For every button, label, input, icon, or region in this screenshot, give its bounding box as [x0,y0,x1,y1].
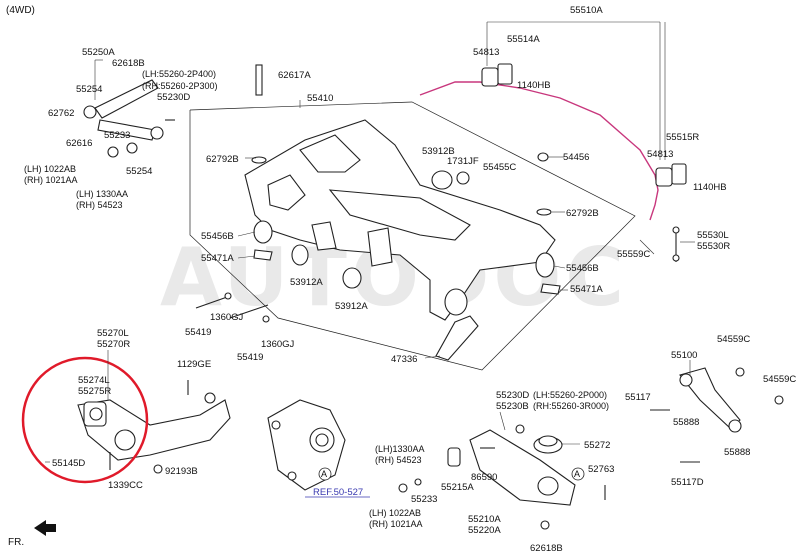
callout-55514A[interactable]: 55514A [507,34,540,45]
upper-left-arm [83,59,175,158]
ref-marker-circle-left [318,467,332,481]
trailing-arm-group [21,356,231,484]
callout-55250A[interactable]: 55250A [82,47,115,58]
callout-54559C-right[interactable]: 54559C [763,374,796,385]
stabilizer-bar [419,21,687,262]
callout-55530R[interactable]: 55530R [697,241,730,252]
callout-55515R[interactable]: 55515R [666,132,699,143]
callout-55270L[interactable]: 55270L [97,328,129,339]
callout-53912A-right[interactable]: 53912A [335,301,368,312]
callout-1360GJ-left[interactable]: 1360GJ [210,312,244,323]
callout-55275R[interactable]: 55275R [78,386,111,397]
callout-rh-1021AA[interactable]: (RH) 1021AA [24,175,78,185]
ref-label[interactable]: REF.50-527 [313,487,363,498]
callout-62792B-left[interactable]: 62792B [206,154,239,165]
callout-55510A[interactable]: 55510A [570,5,603,16]
callout-55272[interactable]: 55272 [584,440,610,451]
callout-53912B[interactable]: 53912B [422,146,455,157]
callout-55530L[interactable]: 55530L [697,230,729,241]
callout-62792B-right[interactable]: 62792B [566,208,599,219]
leader-lines [45,100,695,463]
callout-55888-left[interactable]: 55888 [673,417,699,428]
callout-55274L[interactable]: 55274L [78,375,110,386]
callout-62616[interactable]: 62616 [66,138,92,149]
lower-control-arm [398,424,606,530]
callout-62618B-top[interactable]: 62618B [112,58,145,69]
callout-rh-54523-bottom[interactable]: (RH) 54523 [375,455,422,465]
callout-53912A-left[interactable]: 53912A [290,277,323,288]
callout-55117[interactable]: 55117 [625,392,651,403]
header-variant: (4WD) [6,5,35,16]
callout-62617A[interactable]: 62617A [278,70,311,81]
callout-86590[interactable]: 86590 [471,472,497,483]
callout-55254-top[interactable]: 55254 [76,84,102,95]
callout-47336[interactable]: 47336 [391,354,417,365]
callout-rh-55260-3R000[interactable]: (RH:55260-3R000) [533,401,609,411]
callout-92193B[interactable]: 92193B [165,466,198,477]
callout-55230D-top[interactable]: 55230D [157,92,190,103]
right-upper-arm [650,360,784,463]
callout-lh-55260-2P000[interactable]: (LH:55260-2P000) [533,390,607,400]
callout-54456[interactable]: 54456 [563,152,589,163]
callout-1140HB-right[interactable]: 1140HB [693,182,727,193]
highlight-circle [21,356,149,484]
callout-1129GE[interactable]: 1129GE [177,359,211,370]
callout-55254-bottom[interactable]: 55254 [126,166,152,177]
callout-55215A[interactable]: 55215A [441,482,474,493]
callout-55456B-left[interactable]: 55456B [201,231,234,242]
front-arrow [34,520,56,536]
callout-62762[interactable]: 62762 [48,108,74,119]
callout-1339CC[interactable]: 1339CC [108,480,143,491]
callout-55233-bottom[interactable]: 55233 [411,494,437,505]
callout-55100[interactable]: 55100 [671,350,697,361]
callout-52763[interactable]: 52763 [588,464,614,475]
callout-rh-55260-2P300[interactable]: (RH:55260-2P300) [142,81,218,91]
callout-55419-right[interactable]: 55419 [237,352,263,363]
callout-55210A[interactable]: 55210A [468,514,501,525]
callout-1360GJ-right[interactable]: 1360GJ [261,339,295,350]
ref-marker-left: A [321,469,327,479]
callout-lh-1330AA-bottom[interactable]: (LH)1330AA [375,444,425,454]
callout-1140HB-top[interactable]: 1140HB [517,80,551,91]
callout-lh-1022AB-bottom[interactable]: (LH) 1022AB [369,508,421,518]
knuckle-group [267,399,346,491]
callout-1731JF[interactable]: 1731JF [447,156,479,167]
callout-55471A-right[interactable]: 55471A [570,284,603,295]
callout-55456B-right[interactable]: 55456B [566,263,599,274]
callout-54813-top[interactable]: 54813 [473,47,499,58]
callout-55455C[interactable]: 55455C [483,162,516,173]
callout-55410[interactable]: 55410 [307,93,333,104]
callout-lh-1330AA[interactable]: (LH) 1330AA [76,189,128,199]
callout-62618B-bottom[interactable]: 62618B [530,543,563,554]
callout-55270R[interactable]: 55270R [97,339,130,350]
callout-55888-right[interactable]: 55888 [724,447,750,458]
callout-55145D[interactable]: 55145D [52,458,85,469]
callout-55419-left[interactable]: 55419 [185,327,211,338]
callout-54559C-mid[interactable]: 54559C [717,334,750,345]
callout-55117D[interactable]: 55117D [671,477,704,488]
callout-55471A-left[interactable]: 55471A [201,253,234,264]
subframe-group [189,64,636,371]
callout-55230B[interactable]: 55230B [496,401,529,412]
callout-lh-55260-2P400[interactable]: (LH:55260-2P400) [142,69,216,79]
front-marker-label: FR. [8,537,24,548]
callout-54813-right[interactable]: 54813 [647,149,673,160]
ref-marker-right: A [574,469,580,479]
callout-55230D-bottom[interactable]: 55230D [496,390,529,401]
callout-55233-left[interactable]: 55233 [104,130,130,141]
callout-lh-1022AB[interactable]: (LH) 1022AB [24,164,76,174]
callout-55220A[interactable]: 55220A [468,525,501,536]
callout-rh-1021AA-bottom[interactable]: (RH) 1021AA [369,519,423,529]
callout-rh-54523[interactable]: (RH) 54523 [76,200,123,210]
ref-marker-circle-right [571,467,585,481]
callout-54559C-top[interactable]: 55559C [617,249,650,260]
callout-labels: 55510A 55514A 54813 1140HB 54813 55515R … [24,5,796,554]
